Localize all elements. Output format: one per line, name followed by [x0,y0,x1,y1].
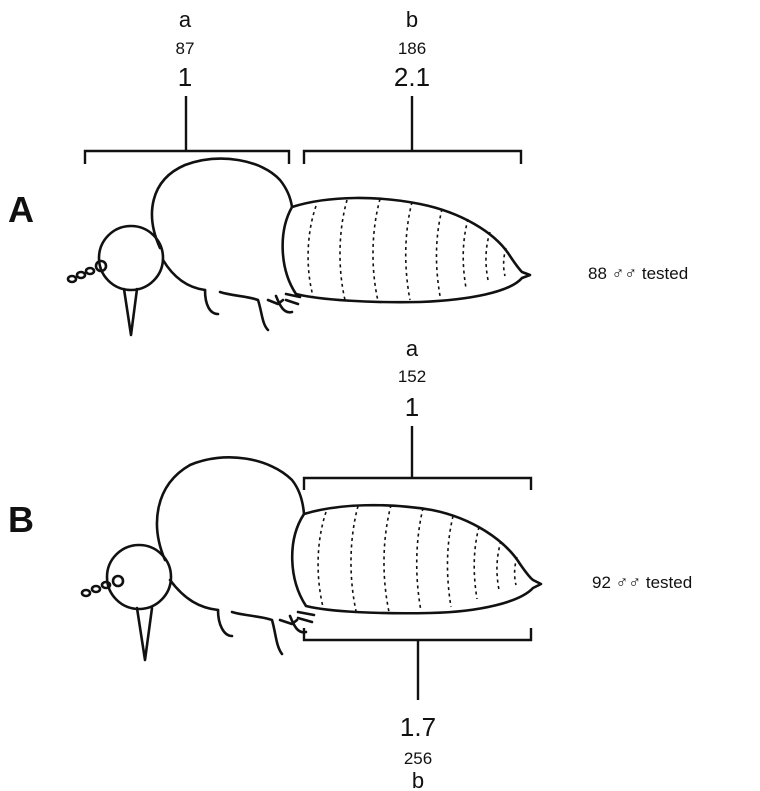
panel-b-top-ratio: 1 [405,392,419,422]
panel-a-abdomen-count: 186 [398,39,426,58]
panel-b-top-bracket [304,426,531,490]
insect-drawing-icon [68,159,530,335]
panel-b-label: B [8,499,34,540]
insect-b-leg-2 [232,612,282,654]
panel-b-bottom-ratio: 1.7 [400,712,436,742]
panel-b-tested-text: 92 ♂♂ tested [592,573,692,592]
panel-b: a 152 1 B [8,336,692,791]
insect-b-abdomen [292,505,541,613]
insect-a-abdomen [283,198,530,302]
insect-a-leg-1 [205,290,218,314]
panel-a-label: A [8,189,34,230]
panel-b-top-count: 152 [398,367,426,386]
insect-b-antenna-base [113,576,123,586]
insect-a-leg-2 [220,292,268,330]
panel-a-tested-text: 88 ♂♂ tested [588,264,688,283]
insect-a-thorax [152,159,292,248]
panel-b-top-letter: a [406,336,419,361]
panel-a-abdomen-ratio: 2.1 [394,62,430,92]
panel-a-head-letter: a [179,7,192,32]
panel-a: a 87 1 b 186 2.1 A [8,7,688,335]
panel-a-abdomen-bracket [304,96,521,164]
panel-a-head-ratio: 1 [178,62,192,92]
insect-b-proboscis [137,608,152,660]
insect-a-head [99,226,163,290]
panel-b-bottom-bracket [304,628,531,700]
panel-b-bottom-letter: b [412,768,424,791]
insect-a-leg-3 [276,296,292,312]
panel-a-head-bracket [85,96,289,164]
panel-a-head-count: 87 [176,39,195,58]
insect-drawing-icon [82,457,541,660]
panel-a-abdomen-letter: b [406,7,418,32]
insect-a-proboscis [124,289,137,335]
insect-b-leg-1 [218,610,232,636]
insect-b-thorax [157,457,304,560]
panel-b-bottom-count: 256 [404,749,432,768]
